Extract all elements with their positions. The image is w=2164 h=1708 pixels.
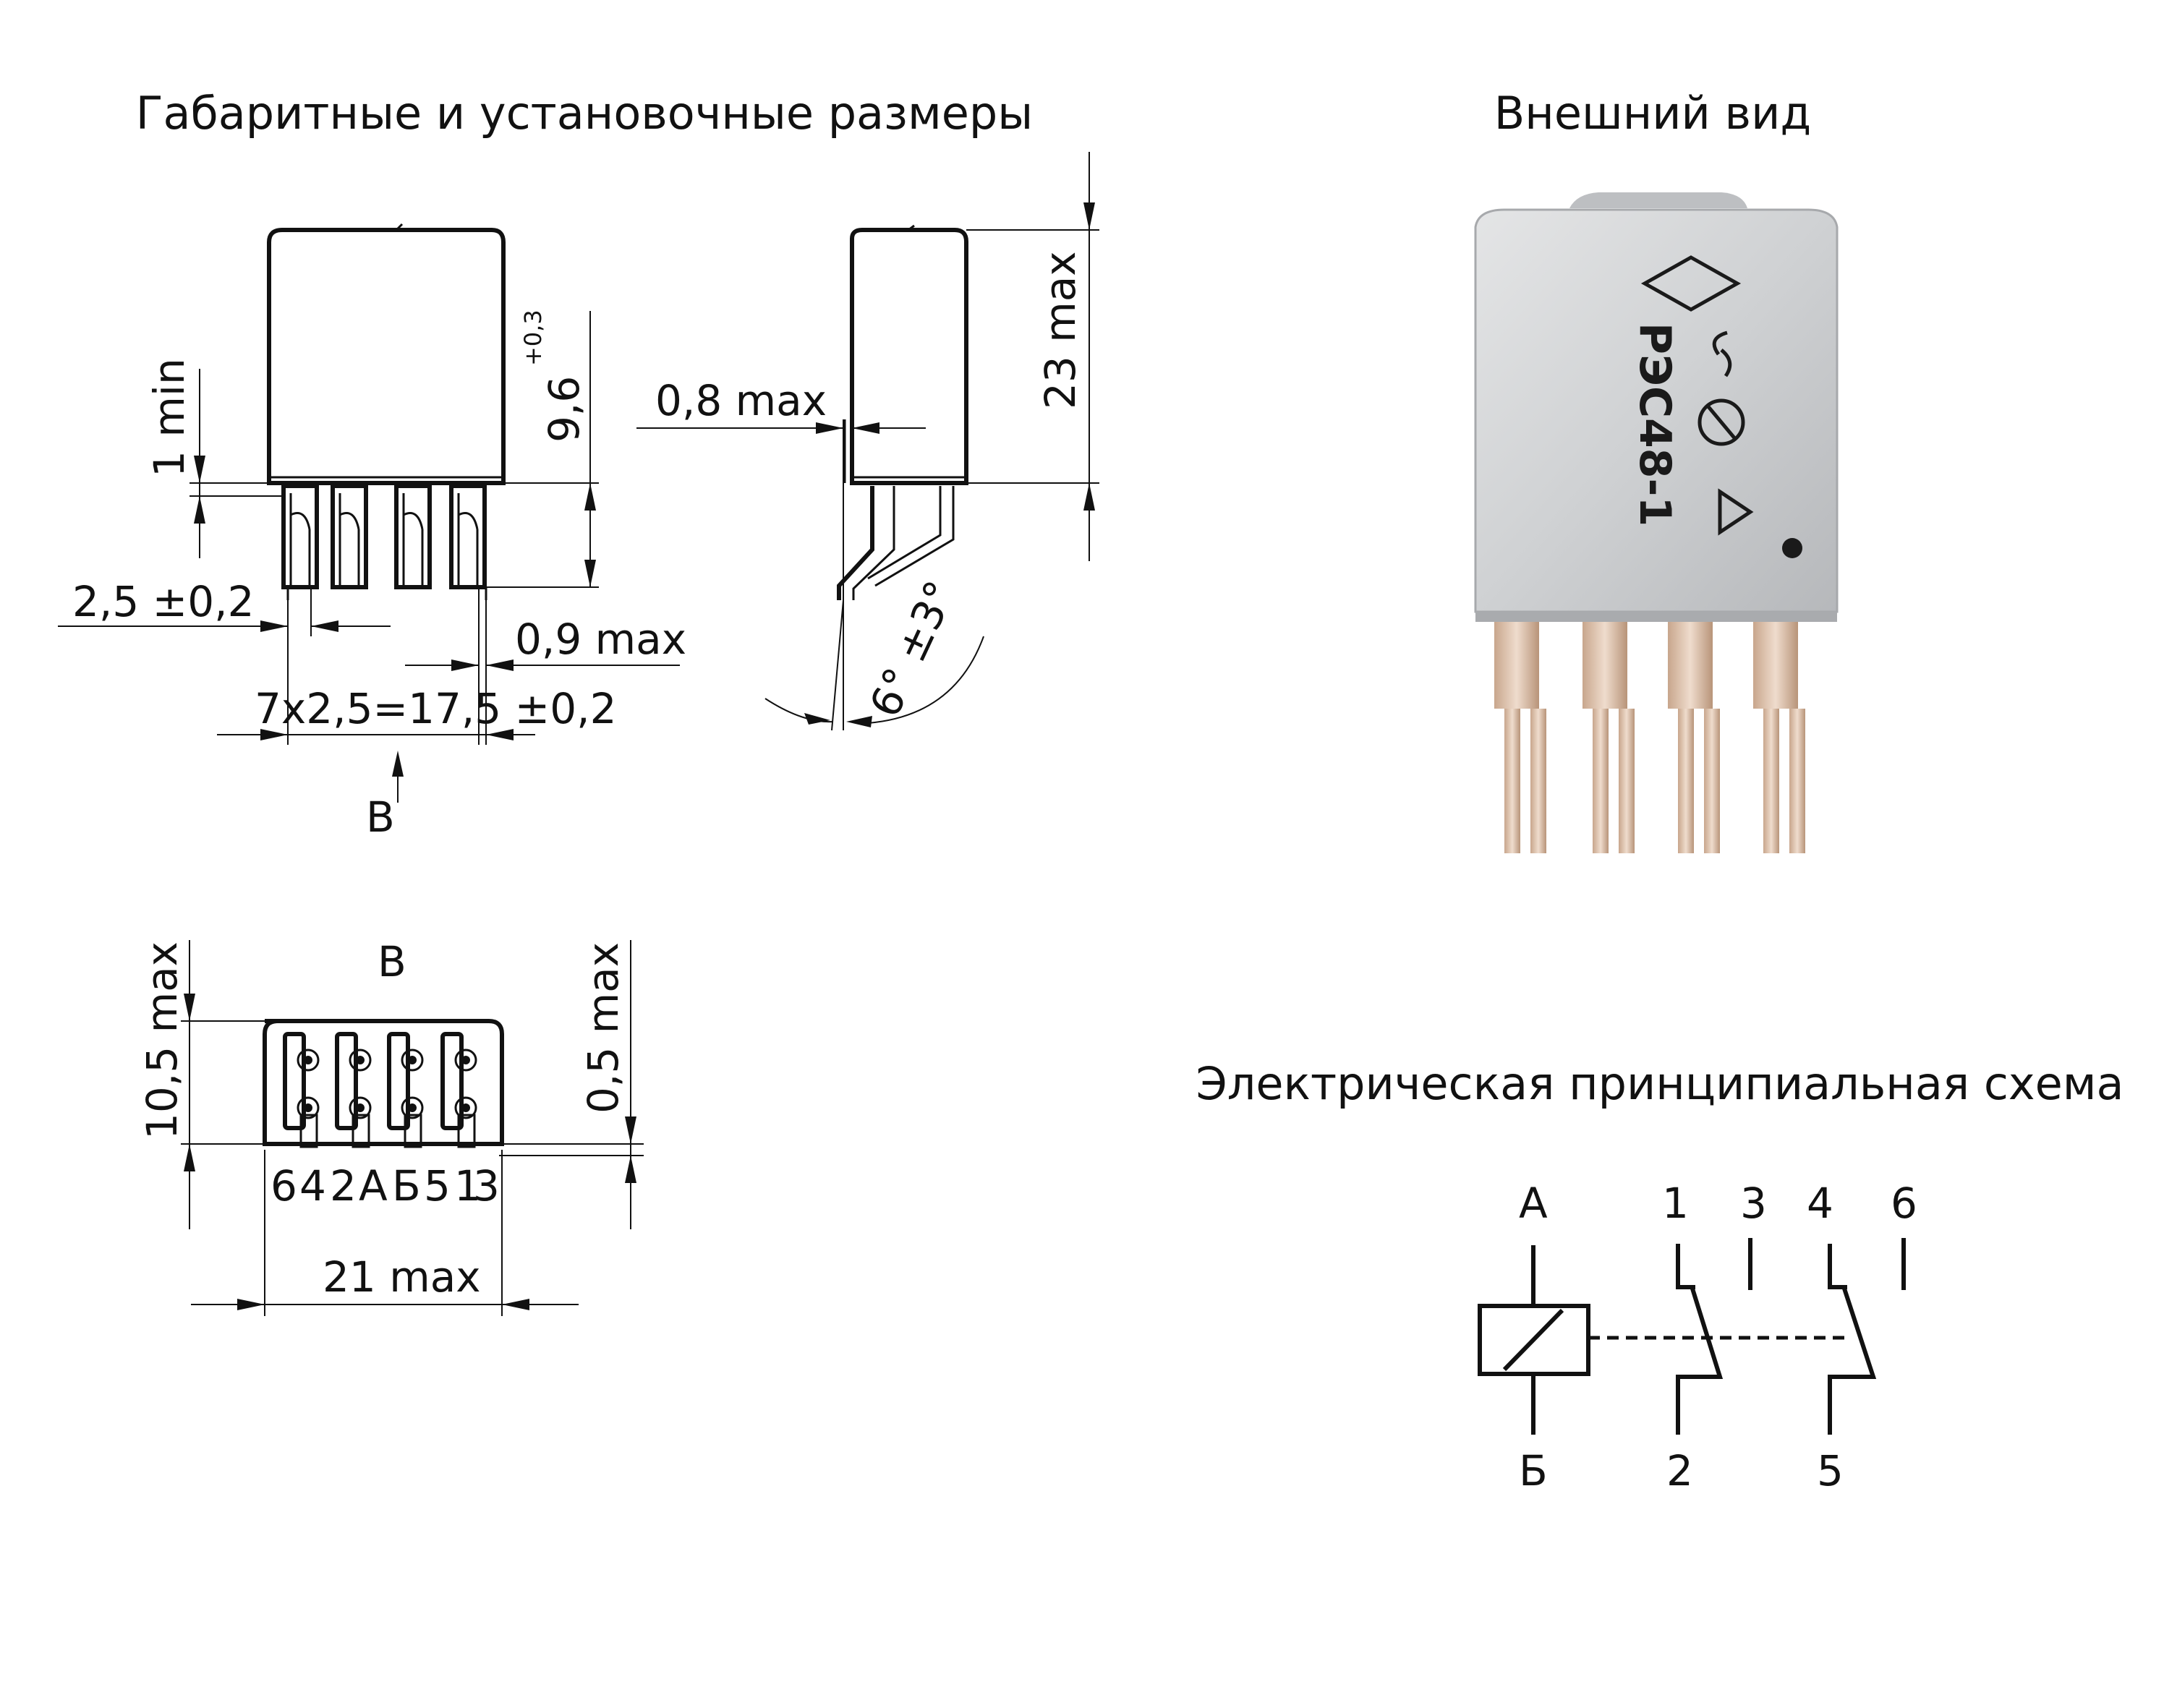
- triangle-mark-icon: [1718, 488, 1754, 536]
- svg-text:10,5 max: 10,5 max: [137, 941, 187, 1140]
- svg-text:9,6: 9,6: [540, 376, 589, 443]
- pin-label: А: [359, 1161, 388, 1210]
- dim-0-9: 0,9 max: [405, 587, 686, 745]
- terminal-4: 4: [1807, 1179, 1833, 1228]
- front-view: [267, 223, 506, 600]
- svg-text:6° ±3°: 6° ±3°: [860, 573, 966, 725]
- pin-label: 4: [299, 1161, 326, 1210]
- svg-text:1 min: 1 min: [145, 358, 194, 477]
- svg-text:23 max: 23 max: [1036, 251, 1085, 409]
- coil-symbol: [1478, 1245, 1590, 1435]
- dim-span: 7х2,5=17,5 ±0,2: [217, 600, 616, 745]
- pin-label: 1: [454, 1161, 481, 1210]
- terminal-5: 5: [1817, 1446, 1844, 1495]
- relay-photo: РЭС48-1: [1474, 192, 1839, 853]
- view-arrow-b: В: [366, 751, 404, 842]
- dim-23-max: 23 max: [966, 152, 1099, 561]
- bottom-pins: [283, 1032, 477, 1148]
- title-appearance: Внешний вид: [1494, 87, 1811, 140]
- terminal-a: А: [1519, 1179, 1548, 1228]
- terminal-3: 3: [1740, 1179, 1767, 1228]
- svg-text:0,9 max: 0,9 max: [515, 615, 686, 664]
- terminal-6: 6: [1891, 1179, 1917, 1228]
- title-schematic: Электрическая принципиальная схема: [1196, 1057, 2123, 1110]
- title-dimensions: Габаритные и установочные размеры: [136, 87, 1033, 140]
- svg-text:0,5 max: 0,5 max: [579, 942, 628, 1114]
- side-view: [837, 224, 968, 600]
- terminal-1: 1: [1662, 1179, 1689, 1228]
- pin-label: 3: [473, 1161, 500, 1210]
- dim-pitch: 2,5 ±0,2: [58, 577, 391, 636]
- quality-mark-icon: [1697, 330, 1745, 446]
- dim-21-max: 21 max: [191, 1150, 579, 1316]
- terminal-b: Б: [1519, 1446, 1548, 1495]
- pin-label: Б: [392, 1161, 421, 1210]
- dim-10-5: 10,5 max: [137, 940, 265, 1229]
- view-b-title: В: [378, 937, 406, 986]
- svg-text:7х2,5=17,5 ±0,2: 7х2,5=17,5 ±0,2: [255, 684, 616, 733]
- svg-text:В: В: [366, 793, 395, 842]
- diamond-logo-icon: [1640, 255, 1742, 312]
- dim-angle: 6° ±3°: [764, 573, 984, 731]
- pin-labels: 6 4 2 А Б 5 1 3: [270, 1161, 500, 1210]
- pin-label: 2: [330, 1161, 357, 1210]
- bottom-view: [263, 1019, 504, 1148]
- pin-label: 5: [424, 1161, 451, 1210]
- svg-text:0,8 max: 0,8 max: [655, 376, 827, 425]
- photo-pins: [1494, 622, 1805, 853]
- svg-text:2,5 ±0,2: 2,5 ±0,2: [72, 577, 255, 626]
- contact-group-2: [1828, 1238, 1906, 1435]
- svg-text:+0,3: +0,3: [519, 309, 547, 366]
- dim-9-6: 9,6 +0,3: [486, 309, 599, 588]
- terminal-2: 2: [1666, 1446, 1693, 1495]
- contact-group-1: [1676, 1238, 1752, 1435]
- dim-1-min: 1 min: [145, 358, 284, 558]
- schematic: А Б 1 2 3 4 5 6: [1478, 1179, 1917, 1495]
- pin-label: 6: [270, 1161, 297, 1210]
- polarity-dot-icon: [1782, 538, 1802, 558]
- svg-text:21 max: 21 max: [323, 1252, 481, 1302]
- dim-0-8: 0,8 max: [636, 376, 926, 600]
- product-marking: РЭС48-1: [1630, 323, 1680, 526]
- front-pins: [281, 484, 487, 600]
- dim-0-5: 0,5 max: [499, 940, 644, 1229]
